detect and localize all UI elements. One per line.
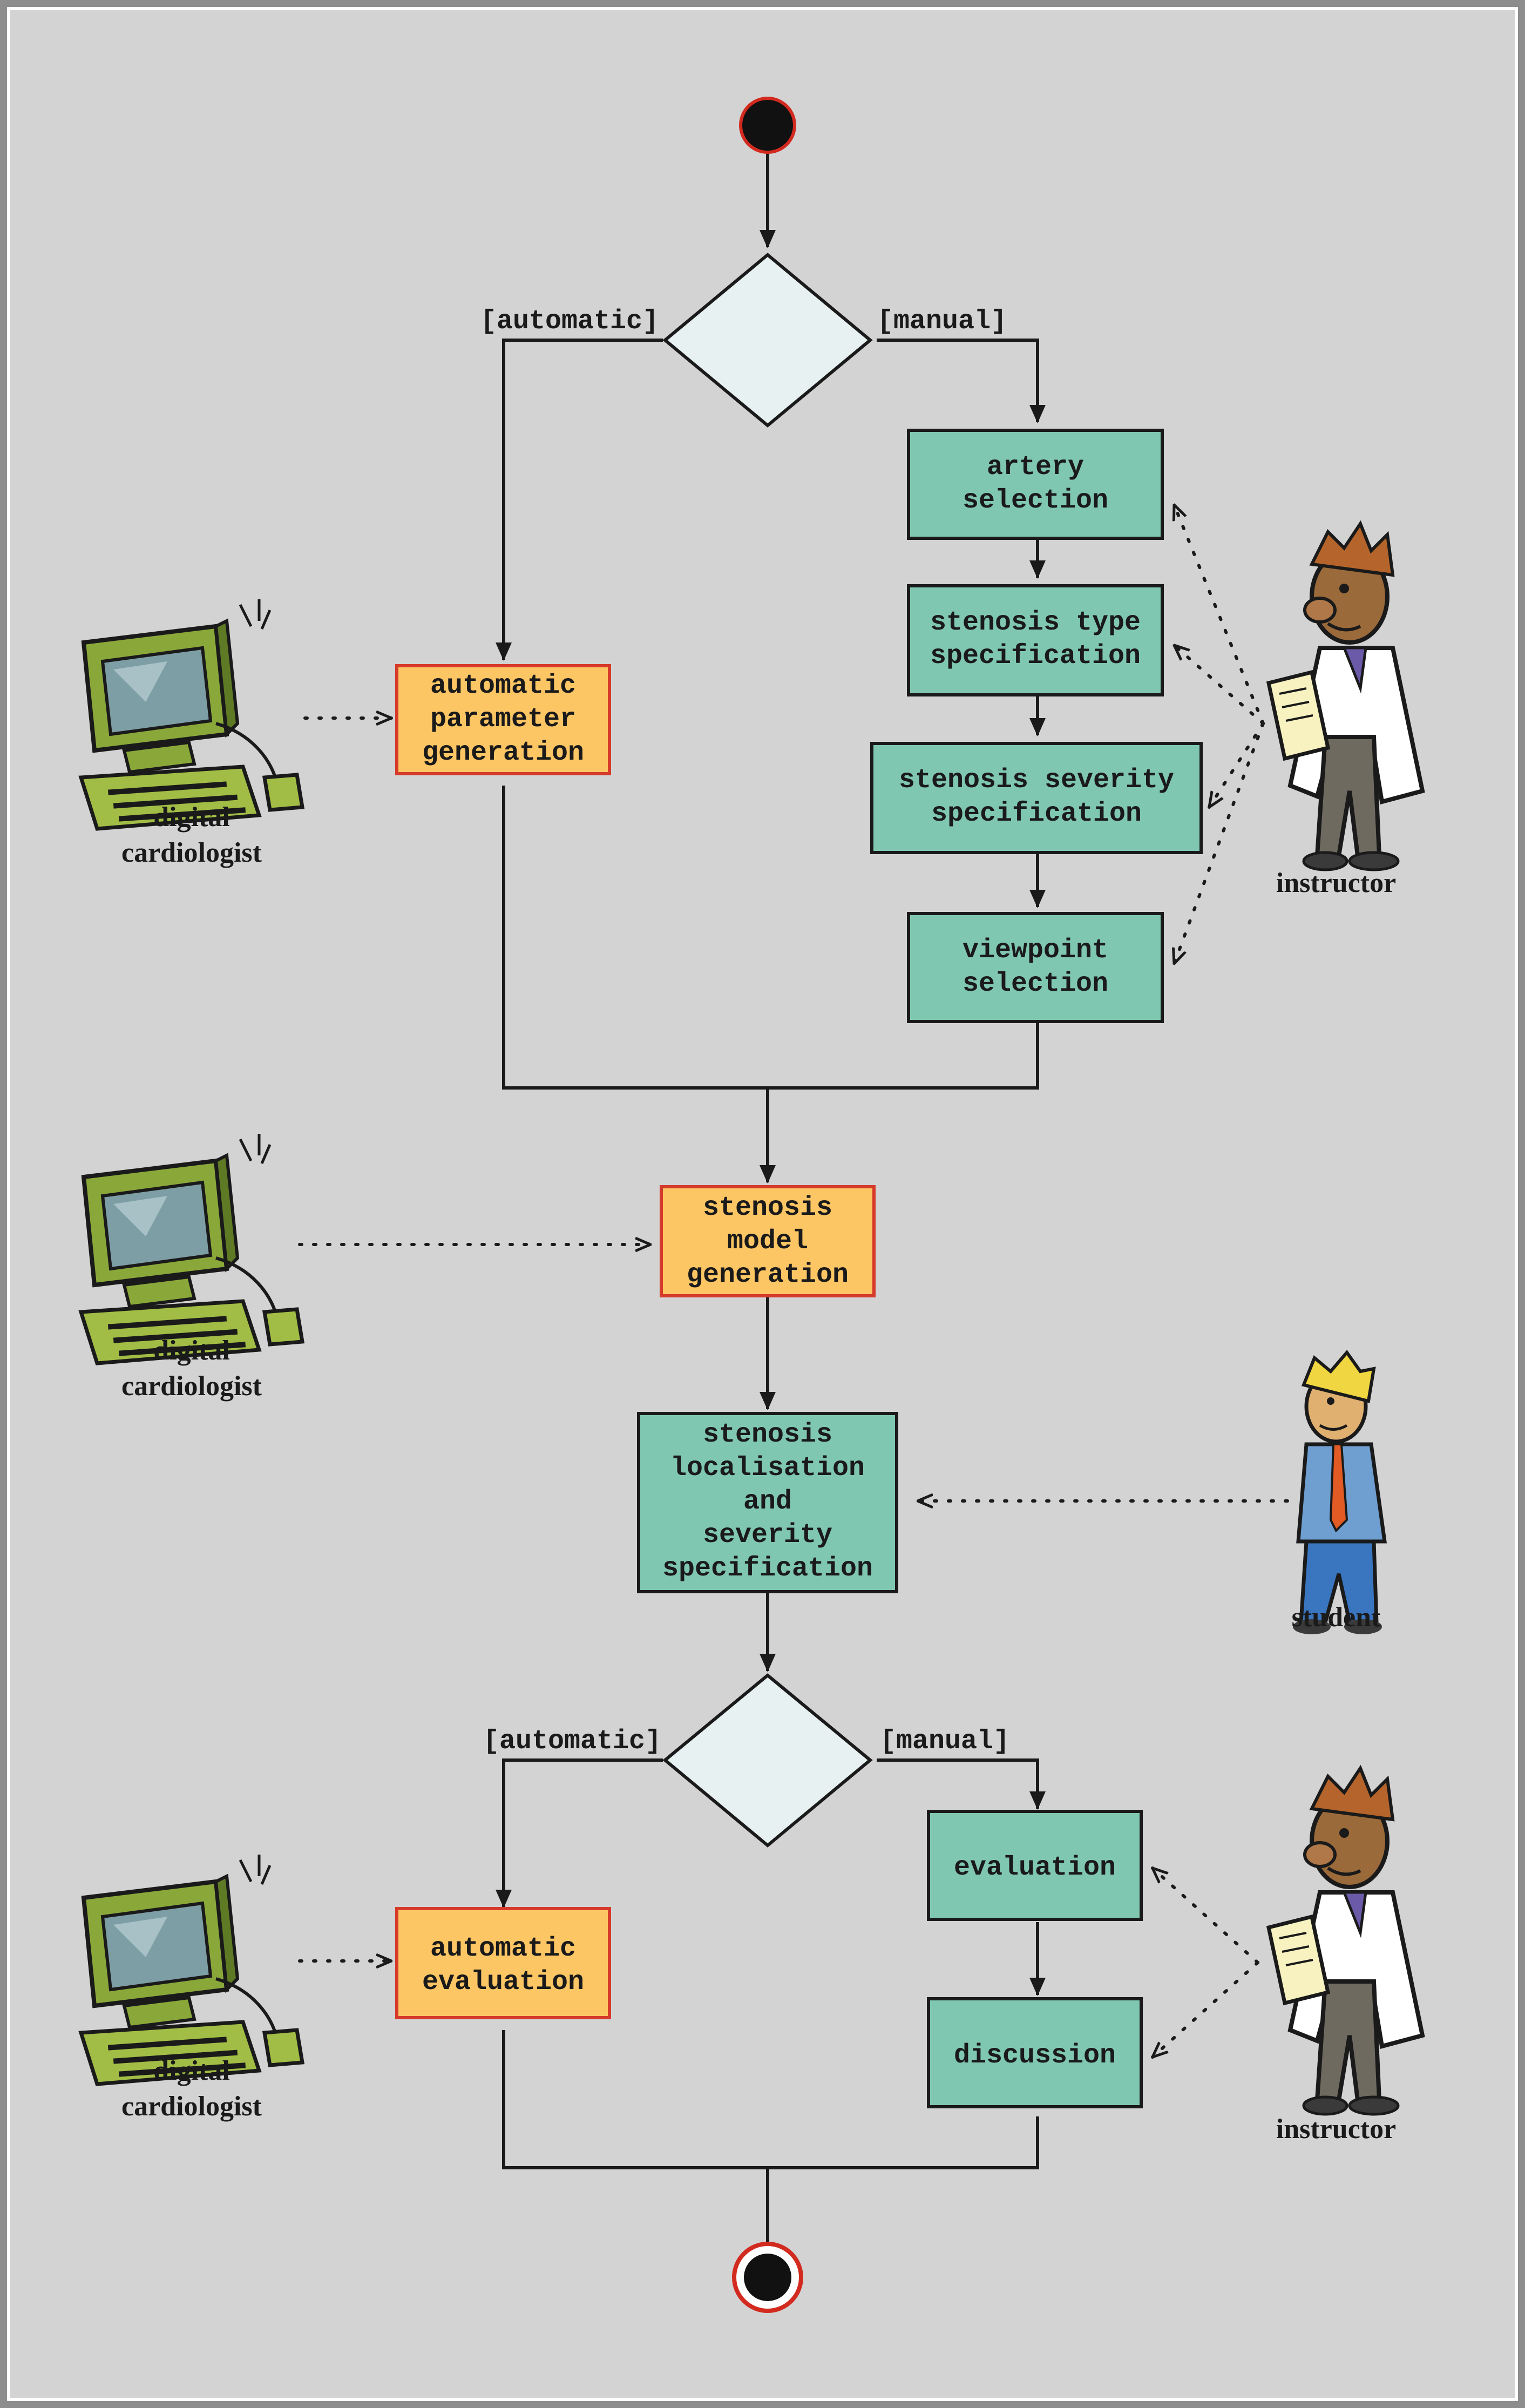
activity-label-line: evaluation (954, 1852, 1116, 1883)
start-node (739, 97, 796, 154)
activity-discussion: discussion (927, 1997, 1143, 2108)
actor-label-line: digital (153, 1335, 230, 1366)
activity-automatic-parameter-generation: automatic parameter generation (395, 664, 611, 775)
decision-diamond (662, 1673, 873, 1848)
decision-label-automatic: [automatic] (483, 1726, 661, 1757)
activity-label-line: parameter (430, 704, 576, 735)
activity-label-line: model (727, 1226, 808, 1257)
actor-instructor-2: instructor (1269, 1768, 1422, 2145)
activity-label-line: artery (987, 452, 1084, 483)
activity-label-line: specification (662, 1553, 873, 1584)
activity-stenosis-severity-specification: stenosis severity specification (870, 742, 1203, 854)
activity-label-line: specification (931, 799, 1142, 829)
end-node-core (744, 2254, 791, 2301)
decision-label-manual: [manual] (880, 1726, 1009, 1757)
actor-label-line: cardiologist (121, 837, 262, 868)
activity-label-line: generation (422, 738, 584, 768)
activity-label-line: selection (963, 969, 1108, 999)
activity-label-line: stenosis severity (899, 765, 1174, 796)
actor-digital-cardiologist-2: digital cardiologist (81, 1134, 302, 1402)
actor-label-line: digital (153, 802, 230, 833)
actor-label-line: digital (153, 2055, 230, 2086)
activity-label-line: viewpoint (963, 935, 1108, 966)
activity-label-line: selection (963, 485, 1108, 516)
flow-lines (496, 147, 1046, 2271)
actor-digital-cardiologist-1: digital cardiologist (81, 599, 302, 868)
activity-label-line: stenosis (703, 1419, 832, 1450)
activity-label-line: stenosis type (930, 607, 1141, 638)
decision-2: [automatic] [manual] (483, 1673, 1009, 1848)
activity-label-line: localisation (670, 1453, 865, 1484)
activity-label-line: discussion (954, 2040, 1116, 2071)
actor-label: instructor (1276, 868, 1396, 898)
activity-automatic-evaluation: automatic evaluation (395, 1907, 611, 2019)
actor-label: instructor (1276, 2114, 1396, 2145)
activity-label-line: evaluation (422, 1967, 584, 1998)
decision-1: [automatic] [manual] (480, 253, 1007, 428)
activity-stenosis-model-generation: stenosis model generation (660, 1185, 876, 1297)
activity-stenosis-type-specification: stenosis type specification (907, 584, 1164, 696)
activity-label-line: generation (687, 1260, 849, 1290)
decision-diamond (662, 253, 873, 428)
actor-instructor-1: instructor (1269, 524, 1422, 898)
decision-label-manual: [manual] (877, 306, 1007, 337)
activity-label-line: severity (703, 1520, 832, 1551)
actor-label-line: cardiologist (121, 1371, 262, 1402)
activity-label-line: automatic (430, 671, 576, 701)
activity-label-line: specification (930, 641, 1141, 672)
activity-artery-selection: artery selection (907, 429, 1164, 540)
activity-stenosis-localisation-and-severity-specification: stenosis localisation and severity speci… (637, 1412, 898, 1593)
activity-label-line: automatic (430, 1933, 576, 1964)
decision-label-automatic: [automatic] (480, 306, 659, 337)
actor-label-line: cardiologist (121, 2091, 262, 2122)
activity-label-line: stenosis (703, 1193, 832, 1223)
activity-label-line: and (743, 1486, 792, 1517)
actor-label: student (1292, 1602, 1381, 1633)
actor-student: student (1292, 1352, 1385, 1634)
activity-evaluation: evaluation (927, 1810, 1143, 1921)
actor-digital-cardiologist-3: digital cardiologist (81, 1855, 302, 2122)
actor-associations (298, 505, 1289, 2057)
activity-viewpoint-selection: viewpoint selection (907, 912, 1164, 1023)
